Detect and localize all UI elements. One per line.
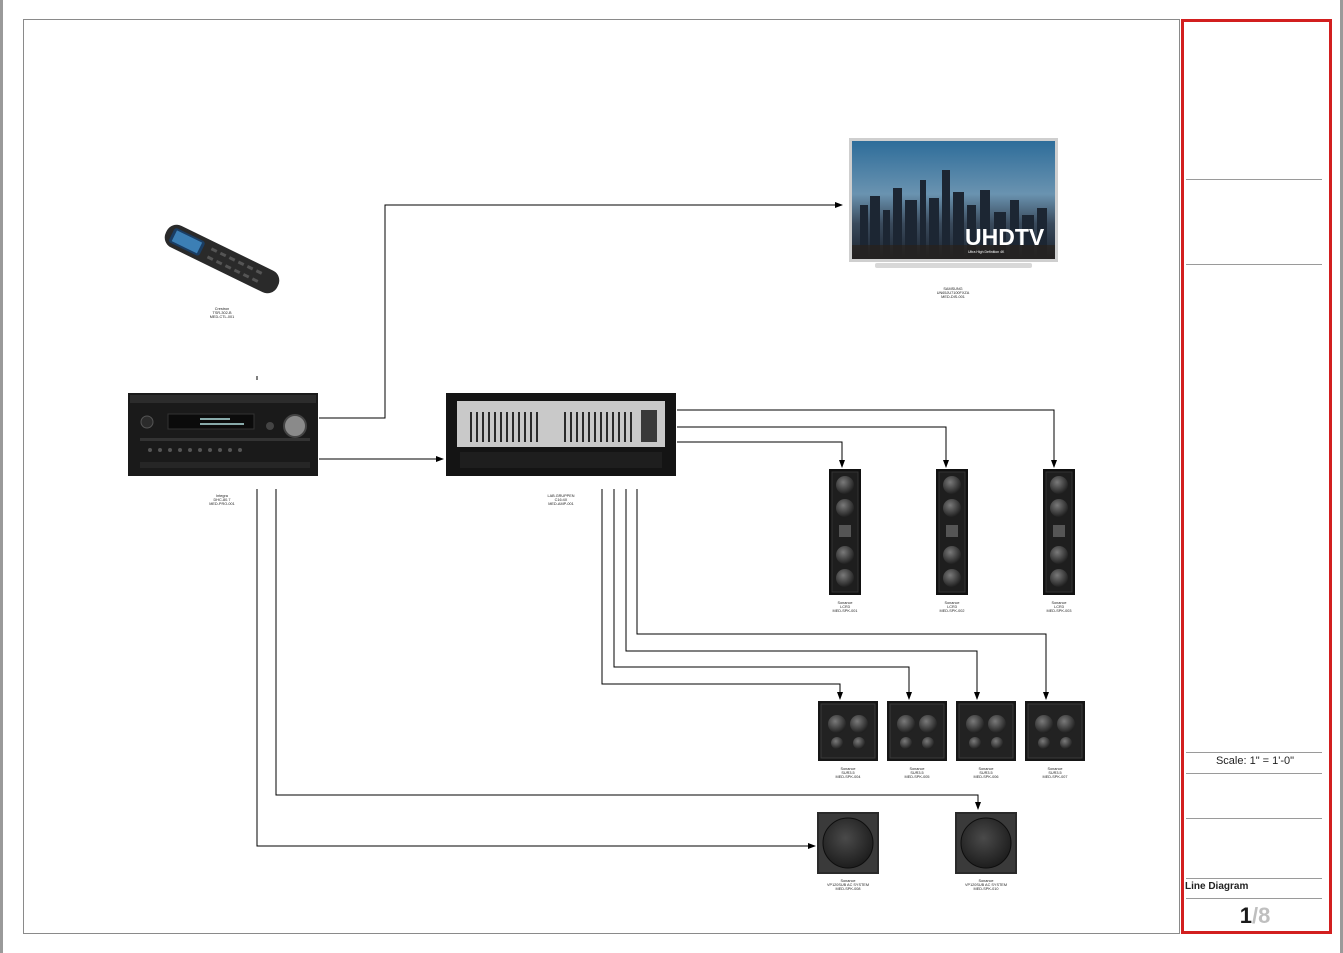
receiver-label-1: Integra: [216, 494, 229, 498]
wire-amp-to-lcr-center: [677, 426, 949, 468]
av-receiver-image: [128, 393, 318, 476]
tv-label-3: MED-DIS-001: [941, 295, 965, 299]
tv-badge-sub: Ultra High Definition 4K: [968, 250, 1005, 254]
sub-1-label-1: Sonance: [841, 879, 856, 883]
page-total: 8: [1258, 903, 1271, 928]
receiver-label-3: MED-PRO-001: [209, 502, 235, 506]
remote-label-2: TSR-302-B: [213, 311, 232, 315]
sheet-title: Line Diagram: [1185, 881, 1249, 892]
tv-label-2: UN65JU7100FXZA: [937, 291, 970, 295]
page-edge-right: [1340, 0, 1343, 953]
sub-1-label-3: MED-SPK-008: [836, 887, 861, 891]
surround-speaker-1-image: [817, 700, 879, 762]
page-number: 1/8: [1184, 903, 1326, 929]
lcr-3-label-2: LCR3: [1054, 605, 1064, 609]
title-block-divider: [1186, 878, 1322, 879]
remote-label-3: MED-CTL-001: [210, 315, 234, 319]
sur-4-label-2: SUR3.5: [1048, 771, 1061, 775]
lcr-1-label-3: MED-SPK-001: [833, 609, 858, 613]
remote-control-image: [164, 224, 280, 294]
wire-amp-to-surround-4: [636, 489, 1049, 700]
title-block-divider: [1186, 752, 1322, 753]
title-block-divider: [1186, 179, 1322, 180]
lcr-1-label-2: LCR3: [840, 605, 850, 609]
sub-2-label-1: Sonance: [979, 879, 994, 883]
title-block: Scale: 1" = 1'-0" Line Diagram 1/8: [1181, 19, 1332, 934]
subwoofer-1-image: [816, 811, 880, 875]
remote-label-1: Crestron: [215, 307, 230, 311]
wire-amp-to-lcr-right: [677, 409, 1057, 468]
lcr-speaker-left-image: [828, 468, 862, 596]
tv-label-1: SAMSUNG: [943, 287, 962, 291]
sur-4-label-3: MED-SPK-007: [1043, 775, 1068, 779]
receiver-label-2: DHC-80.7: [214, 498, 231, 502]
wire-amp-to-lcr-left: [677, 441, 845, 468]
sur-2-label-1: Sonance: [910, 767, 925, 771]
sur-4-label-1: Sonance: [1048, 767, 1063, 771]
sub-2-label-2: VP120SUB AC SYSTEM: [965, 883, 1007, 887]
sur-3-label-1: Sonance: [979, 767, 994, 771]
page-current: 1: [1239, 903, 1252, 928]
lcr-3-label-1: Sonance: [1052, 601, 1067, 605]
wire-receiver-to-subwoofer-2: [275, 489, 981, 810]
title-block-divider: [1186, 818, 1322, 819]
sur-2-label-2: SUR3.5: [910, 771, 923, 775]
sub-1-label-2: VP120SUB AC SYSTEM: [827, 883, 869, 887]
power-amplifier-image: [446, 393, 676, 476]
lcr-1-label-1: Sonance: [838, 601, 853, 605]
lcr-3-label-3: MED-SPK-003: [1047, 609, 1072, 613]
surround-speaker-4-image: [1024, 700, 1086, 762]
wiring: [256, 202, 1057, 849]
lcr-2-label-2: LCR3: [947, 605, 957, 609]
surround-speaker-2-image: [886, 700, 948, 762]
wire-amp-to-surround-3: [625, 489, 980, 700]
wire-receiver-to-subwoofer-1: [256, 489, 816, 849]
wire-receiver-to-tv: [319, 202, 843, 419]
title-block-divider: [1186, 264, 1322, 265]
lcr-speaker-center-image: [935, 468, 969, 596]
lcr-2-label-3: MED-SPK-002: [940, 609, 965, 613]
sur-2-label-3: MED-SPK-005: [905, 775, 930, 779]
surround-speaker-3-image: [955, 700, 1017, 762]
sur-3-label-3: MED-SPK-006: [974, 775, 999, 779]
subwoofer-2-image: [954, 811, 1018, 875]
scale-text: Scale: 1" = 1'-0": [1215, 755, 1295, 767]
lcr-speaker-right-image: [1042, 468, 1076, 596]
sur-1-label-2: SUR3.5: [841, 771, 854, 775]
sur-3-label-2: SUR3.5: [979, 771, 992, 775]
page-separator: /: [1251, 903, 1259, 928]
amplifier-label-2: C16:4X: [555, 498, 568, 502]
sur-1-label-3: MED-SPK-004: [836, 775, 861, 779]
wire-amp-to-surround-2: [613, 489, 912, 700]
amplifier-label-3: MED-AMP-001: [548, 502, 574, 506]
sur-1-label-1: Sonance: [841, 767, 856, 771]
tv-badge: UHDTV: [965, 224, 1045, 250]
wire-amp-to-surround-1: [601, 489, 843, 700]
drawing-sheet-border: [23, 19, 1180, 934]
page-edge-left: [0, 0, 3, 953]
sub-2-label-3: MED-SPK-010: [974, 887, 999, 891]
tv-image: UHDTV Ultra High Definition 4K: [849, 138, 1058, 268]
amplifier-label-1: LAB.GRUPPEN: [547, 494, 574, 498]
title-block-divider: [1186, 898, 1322, 899]
title-block-divider: [1186, 773, 1322, 774]
lcr-2-label-1: Sonance: [945, 601, 960, 605]
